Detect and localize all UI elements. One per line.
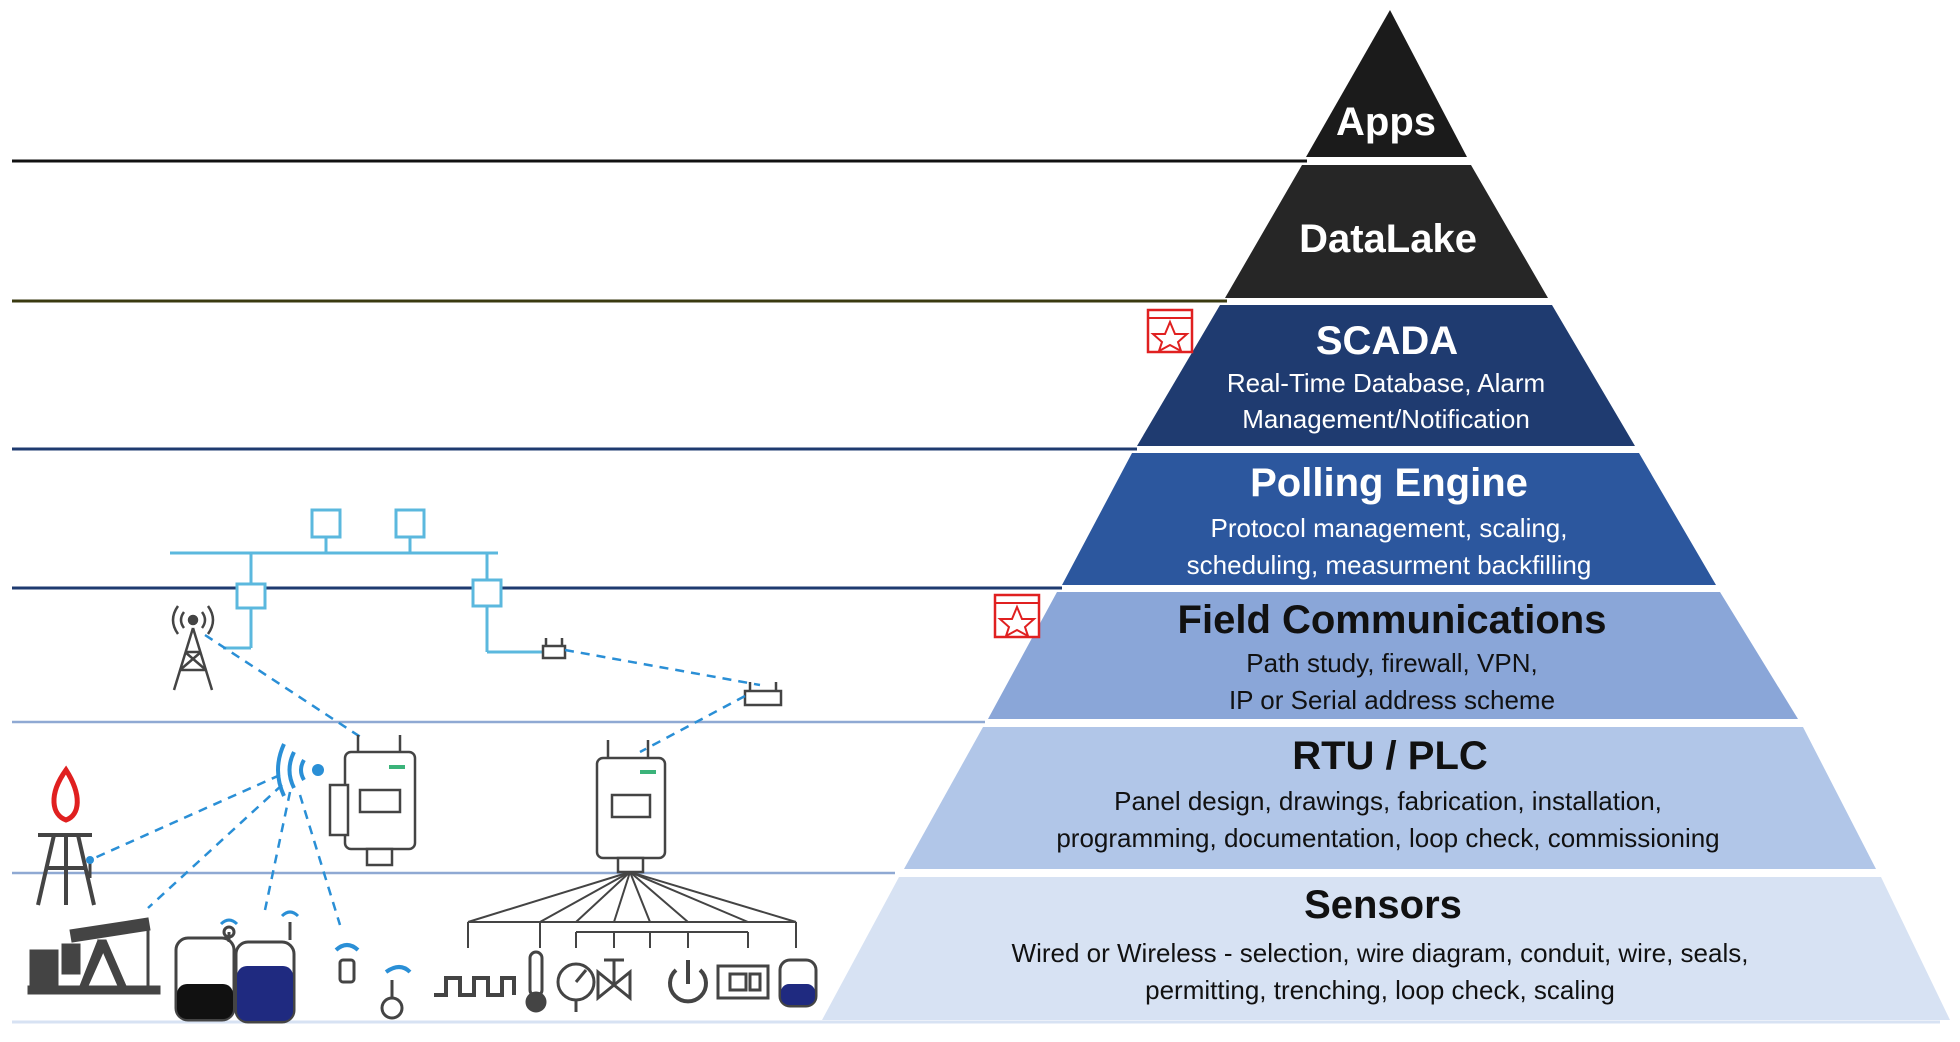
tier-polling bbox=[1062, 453, 1716, 585]
power-icon bbox=[668, 960, 708, 1004]
wireless-signal-icon bbox=[276, 743, 324, 797]
storage-tank-icon bbox=[174, 936, 236, 1022]
sensors-title: Sensors bbox=[1304, 883, 1462, 927]
fieldcomm-desc-line-1: Path study, firewall, VPN, bbox=[1246, 648, 1537, 678]
meter-icon bbox=[716, 964, 770, 1000]
shield-badge-icon bbox=[993, 593, 1041, 639]
tier-scada bbox=[1137, 305, 1635, 446]
network-node bbox=[394, 508, 426, 539]
polling-desc-line-2: scheduling, measurment backfilling bbox=[1187, 550, 1592, 580]
wireless-sensor-icon bbox=[380, 965, 412, 1020]
fieldcomm-title: Field Communications bbox=[1178, 598, 1607, 642]
router-icon bbox=[743, 682, 783, 707]
network-topology bbox=[170, 508, 544, 654]
wireless-sensor-icon bbox=[86, 856, 94, 878]
pumpjack-icon bbox=[27, 917, 161, 995]
scada-desc-line-1: Real-Time Database, Alarm bbox=[1227, 368, 1545, 398]
tier-fieldcomm bbox=[988, 592, 1798, 719]
storage-tank-icon bbox=[234, 940, 296, 1024]
valve-icon bbox=[596, 958, 632, 1002]
shield-badge-icon bbox=[1146, 308, 1194, 354]
fieldcomm-desc-line-2: IP or Serial address scheme bbox=[1229, 685, 1555, 715]
sensors-desc-line-2: permitting, trenching, loop check, scali… bbox=[1145, 975, 1615, 1005]
apps-title: Apps bbox=[1336, 100, 1436, 144]
polling-desc-line-1: Protocol management, scaling, bbox=[1211, 513, 1568, 543]
separator-lines bbox=[12, 159, 1940, 1024]
rtu-title: RTU / PLC bbox=[1292, 734, 1488, 778]
rtu-desc-line-2: programming, documentation, loop check, … bbox=[1056, 823, 1719, 853]
tier-datalake bbox=[1225, 165, 1548, 298]
radio-tower-icon bbox=[171, 605, 215, 691]
rtu-desc-line-1: Panel design, drawings, fabrication, ins… bbox=[1114, 786, 1662, 816]
storage-tank-icon bbox=[778, 958, 818, 1008]
network-node bbox=[235, 582, 267, 610]
pressure-gauge-icon bbox=[556, 962, 596, 1012]
gas-flare-icon bbox=[36, 765, 96, 906]
wireless-sensor-icon bbox=[280, 910, 300, 940]
network-node bbox=[471, 578, 503, 608]
rtu-device-icon bbox=[328, 735, 417, 867]
tier-rtu bbox=[904, 727, 1876, 869]
tier-apps bbox=[1306, 10, 1467, 157]
polling-title: Polling Engine bbox=[1250, 461, 1528, 505]
scada-title: SCADA bbox=[1316, 319, 1458, 363]
pulse-signal-icon bbox=[434, 976, 516, 997]
thermometer-icon bbox=[525, 950, 547, 1013]
pyramid bbox=[822, 10, 1950, 1020]
communication-links bbox=[89, 633, 761, 926]
datalake-title: DataLake bbox=[1299, 217, 1477, 261]
tier-sensors bbox=[822, 877, 1950, 1020]
wireless-sensor-icon bbox=[334, 943, 360, 984]
router-icon bbox=[541, 638, 567, 660]
tier-labels: Apps DataLake SCADA Real-Time Database, … bbox=[1012, 100, 1749, 1005]
sensors-desc-line-1: Wired or Wireless - selection, wire diag… bbox=[1012, 938, 1749, 968]
rtu-device-icon bbox=[595, 740, 667, 874]
network-node bbox=[310, 508, 342, 539]
scada-desc-line-2: Management/Notification bbox=[1242, 404, 1530, 434]
wireless-sensor-icon bbox=[219, 918, 239, 942]
sensor-wiring bbox=[467, 871, 797, 948]
